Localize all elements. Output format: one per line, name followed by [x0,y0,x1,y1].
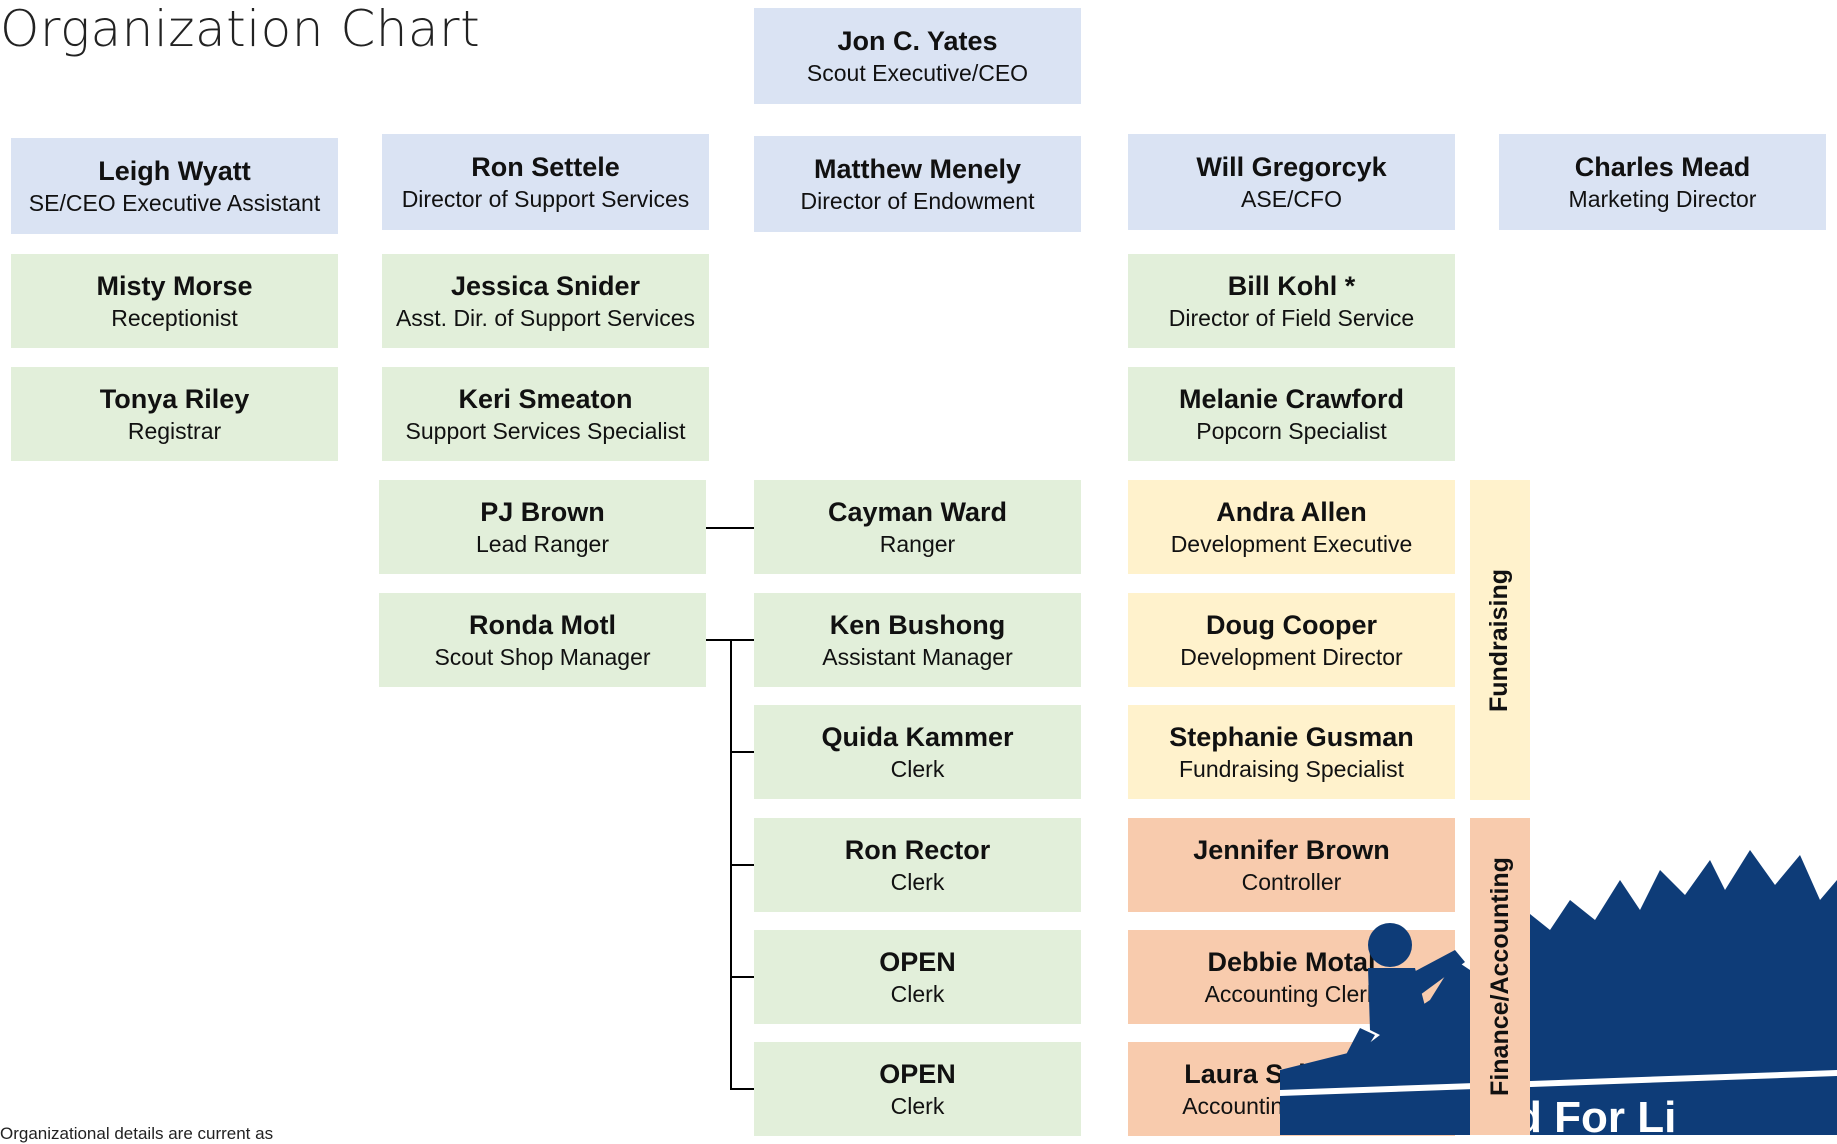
person-role: Controller [1241,868,1342,895]
person-role: Lead Ranger [476,530,609,557]
org-box-director: Matthew Menely Director of Endowment [754,136,1081,232]
org-box-director: Ron Settele Director of Support Services [382,134,709,230]
person-name: Ron Rector [844,834,991,865]
person-name: OPEN [879,946,956,977]
person-name: Quida Kammer [821,721,1014,752]
org-box-staff: Keri Smeaton Support Services Specialist [382,367,709,461]
person-name: Andra Allen [1216,496,1367,527]
group-band-fundraising: Fundraising [1470,480,1530,800]
climber-figure [1338,923,1465,1075]
person-role: Scout Executive/CEO [806,59,1029,86]
mountain-shape [1280,850,1837,1135]
person-role: Director of Endowment [800,187,1035,214]
org-box-staff: Cayman Ward Ranger [754,480,1081,574]
group-label: Finance/Accounting [1485,857,1514,1096]
org-box-staff: Misty Morse Receptionist [11,254,338,348]
connector-line [730,864,754,866]
person-name: OPEN [879,1058,956,1089]
person-name: Jon C. Yates [837,25,998,56]
person-name: PJ Brown [480,496,605,527]
org-box-fundraising: Andra Allen Development Executive [1128,480,1455,574]
logo-text: d For Li [1515,1093,1676,1135]
person-role: Assistant Manager [822,643,1013,670]
person-role: Scout Shop Manager [434,643,651,670]
group-band-finance: Finance/Accounting [1470,818,1530,1135]
person-role: Development Executive [1170,530,1413,557]
person-role: Receptionist [111,304,238,331]
person-role: Clerk [890,980,945,1007]
person-name: Tonya Riley [99,383,250,414]
person-name: Ronda Motl [469,609,616,640]
org-box-staff: Bill Kohl * Director of Field Service [1128,254,1455,348]
person-role: Clerk [890,868,945,895]
org-box-staff: PJ Brown Lead Ranger [379,480,706,574]
person-name: Leigh Wyatt [98,155,251,186]
connector-line [706,527,754,529]
person-role: Ranger [879,530,956,557]
person-role: Development Director [1180,643,1403,670]
person-name: Keri Smeaton [458,383,633,414]
connector-line [730,751,754,753]
org-box-director: Will Gregorcyk ASE/CFO [1128,134,1455,230]
person-role: Clerk [890,1092,945,1119]
person-name: Doug Cooper [1206,609,1377,640]
org-box-fundraising: Stephanie Gusman Fundraising Specialist [1128,705,1455,799]
org-box-staff: OPEN Clerk [754,1042,1081,1136]
group-label: Fundraising [1485,568,1514,712]
person-role: Director of Field Service [1168,304,1415,331]
org-box-director: Leigh Wyatt SE/CEO Executive Assistant [11,138,338,234]
org-box-staff: Quida Kammer Clerk [754,705,1081,799]
person-role: Fundraising Specialist [1178,755,1404,782]
person-name: Jennifer Brown [1193,834,1390,865]
person-name: Matthew Menely [813,153,1022,184]
person-name: Misty Morse [96,270,253,301]
person-name: Debbie Motal [1207,946,1376,977]
org-box-finance: Jennifer Brown Controller [1128,818,1455,912]
org-box-staff: Ronda Motl Scout Shop Manager [379,593,706,687]
org-box-director: Charles Mead Marketing Director [1499,134,1826,230]
person-role: SE/CEO Executive Assistant [28,189,321,216]
person-role: Director of Support Services [401,185,690,212]
person-role: Clerk [890,755,945,782]
connector-line [730,976,754,978]
org-box-staff: Ken Bushong Assistant Manager [754,593,1081,687]
person-name: Stephanie Gusman [1169,721,1414,752]
org-box-staff: Jessica Snider Asst. Dir. of Support Ser… [382,254,709,348]
person-name: Bill Kohl * [1227,270,1356,301]
person-name: Will Gregorcyk [1196,151,1387,182]
person-role: Marketing Director [1568,185,1757,212]
person-name: Cayman Ward [827,496,1008,527]
person-name: Jessica Snider [450,270,641,301]
org-box-staff: Ron Rector Clerk [754,818,1081,912]
person-name: Ken Bushong [829,609,1006,640]
footnote: Organizational details are current as [0,1124,274,1143]
person-role: Registrar [127,417,222,444]
org-box-staff: Tonya Riley Registrar [11,367,338,461]
org-box-fundraising: Doug Cooper Development Director [1128,593,1455,687]
person-role: ASE/CFO [1241,185,1342,212]
org-box-staff: Melanie Crawford Popcorn Specialist [1128,367,1455,461]
person-name: Charles Mead [1574,151,1751,182]
connector-line [730,1088,754,1090]
person-role: Popcorn Specialist [1196,417,1387,444]
person-role: Support Services Specialist [405,417,686,444]
page-title: Organization Chart [0,0,481,58]
person-role: Accounting Clerk [1204,980,1379,1007]
snow-band [1280,1070,1837,1096]
logo-mountain-icon: d For Li [1280,850,1837,1135]
org-box-ceo: Jon C. Yates Scout Executive/CEO [754,8,1081,104]
person-name: Ron Settele [471,151,620,182]
person-name: Melanie Crawford [1178,383,1405,414]
org-box-staff: OPEN Clerk [754,930,1081,1024]
person-role: Asst. Dir. of Support Services [395,304,696,331]
